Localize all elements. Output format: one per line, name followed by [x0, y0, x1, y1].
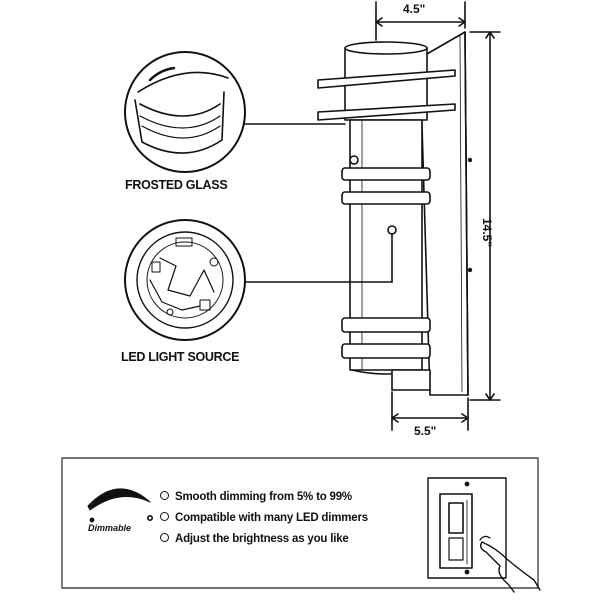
- bullet-icon: [160, 533, 169, 543]
- led-light-source-callout: [124, 219, 393, 341]
- pointing-hand-icon: [479, 535, 541, 593]
- dimmable-badge-label: Dimmable: [88, 523, 132, 533]
- bullet-icon: [160, 491, 169, 501]
- led-light-source-label: LED LIGHT SOURCE: [121, 350, 240, 364]
- wall-backplate: [419, 31, 469, 396]
- feature-item: Smooth dimming from 5% to 99%: [160, 491, 352, 503]
- bullet-icon: [160, 512, 169, 522]
- dimension-bottom-width: [391, 391, 469, 431]
- dimmer-switch-icon: [427, 477, 507, 579]
- frosted-glass-label: FROSTED GLASS: [125, 178, 228, 192]
- feature-item: Compatible with many LED dimmers: [160, 512, 368, 524]
- fixture-body: [317, 41, 473, 391]
- dimension-top-width: [375, 1, 466, 41]
- top-width-label: 4.5": [403, 2, 426, 16]
- frosted-glass-callout: [124, 51, 346, 173]
- feature-item: Adjust the brightness as you like: [160, 533, 349, 545]
- height-label: 14.5": [480, 218, 494, 248]
- dimension-height: [469, 31, 501, 401]
- bottom-width-label: 5.5": [414, 424, 437, 438]
- dimmable-arc-icon: [87, 488, 154, 523]
